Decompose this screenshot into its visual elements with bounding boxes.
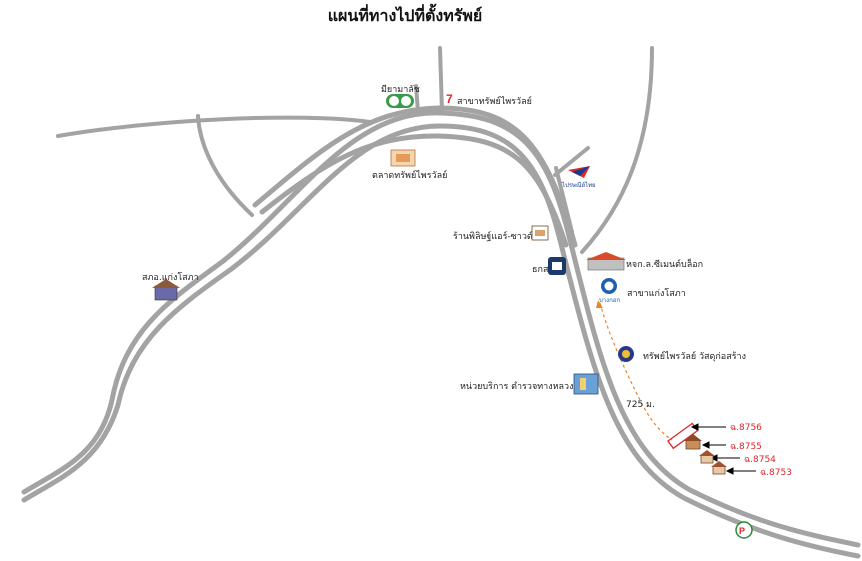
air-shop-icon: [531, 225, 549, 241]
place-label-subdistrict-office: สภอ.แก่งโสภา: [142, 273, 199, 283]
houses-icon: [684, 434, 727, 475]
main-highway: [21, 105, 861, 559]
plot-label: ฉ.8753: [760, 468, 792, 478]
place-label-bank: ธกส: [532, 265, 549, 275]
route-arrow: [596, 300, 603, 308]
bangkok-bank-icon: [601, 278, 617, 294]
side-roads: [56, 46, 654, 254]
thai-post-icon: [568, 166, 590, 178]
place-label-seven-branch: สาขาทรัพย์ไพรวัลย์: [457, 97, 532, 107]
plot-label: ฉ.8755: [730, 442, 762, 452]
construction-materials-icon: [618, 346, 634, 362]
place-label-materials: ทรัพย์ไพรวัลย์ วัสดุก่อสร้าง: [643, 352, 746, 362]
map-title: แผนที่ทางไปที่ตั้งทรัพย์: [327, 6, 483, 25]
bank-icon: [548, 257, 566, 275]
plot-label: ฉ.8756: [730, 423, 762, 433]
seven-eleven-icon: 7: [446, 92, 453, 106]
cement-factory-icon: [586, 252, 626, 271]
place-label-air-shop: ร้านพิลิษฐ์แอร์-ซาวด์: [453, 232, 533, 242]
place-label-cement: หจก.ล.ซีเมนต์บล็อก: [626, 260, 704, 270]
plot-label: ฉ.8754: [744, 455, 776, 465]
distance-route: [599, 302, 673, 441]
plot-arrows: [690, 423, 756, 475]
pt-station-icon: P: [735, 521, 753, 539]
subdistrict-office-icon: [152, 279, 180, 301]
miyamuch-icon: [386, 94, 414, 108]
svg-text:7: 7: [446, 92, 453, 106]
bank-logo-text: บางกอก: [599, 297, 620, 304]
thai-post-logo-text: ไปรษณีย์ไทย: [562, 182, 596, 189]
distance-label: 725 ม.: [626, 400, 655, 410]
place-label-market: ตลาดทรัพย์ไพรวัลย์: [372, 171, 448, 181]
police-icon: [573, 373, 599, 395]
place-label-highway-police: หน่วยบริการ ตำรวจทางหลวง: [460, 382, 574, 392]
place-label-bangkok-bank-branch: สาขาแก่งโสภา: [627, 289, 686, 299]
market-icon: [390, 149, 416, 167]
place-label-miyamuch: มียามาลัช: [381, 85, 420, 95]
svg-text:P: P: [739, 526, 745, 536]
